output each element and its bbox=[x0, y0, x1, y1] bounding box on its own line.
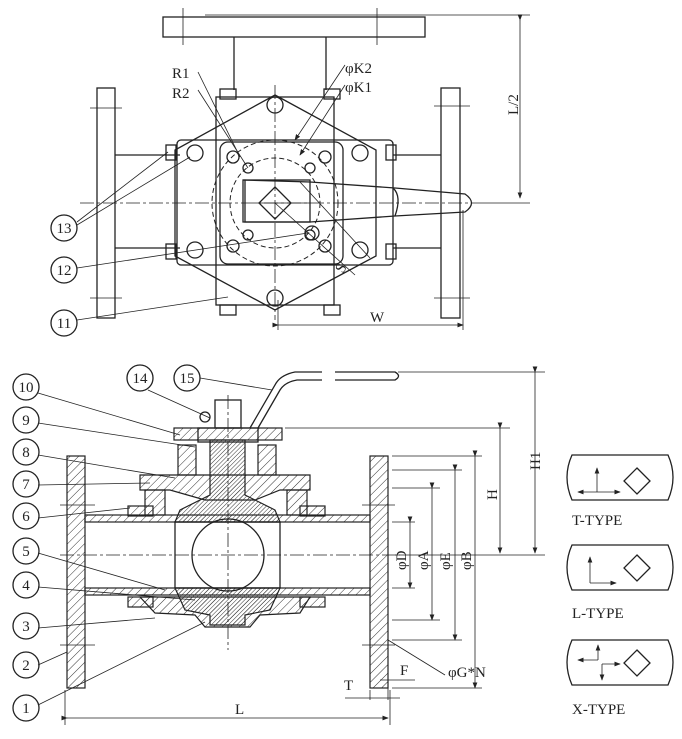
top-flange-plate bbox=[162, 16, 426, 38]
balloon-7: 7 bbox=[12, 470, 40, 498]
label-k1: φK1 bbox=[345, 80, 372, 96]
dim-gn: φG*N bbox=[448, 665, 486, 681]
svg-text:3: 3 bbox=[22, 619, 30, 635]
svg-text:6: 6 bbox=[22, 509, 30, 525]
balloon-4: 4 bbox=[12, 571, 40, 599]
svg-text:8: 8 bbox=[22, 445, 30, 461]
section-view: H1 H φD φA φE φB φG*N F T L 10 9 8 7 6 5… bbox=[12, 364, 545, 725]
balloon-12: 12 bbox=[50, 256, 78, 284]
svg-text:11: 11 bbox=[57, 316, 71, 332]
dim-f: F bbox=[400, 663, 408, 679]
body-square bbox=[176, 139, 394, 266]
port-type-t: T-TYPE bbox=[566, 454, 674, 529]
balloon-8: 8 bbox=[12, 438, 40, 466]
balloon-13: 13 bbox=[50, 214, 78, 242]
dim-b: φB bbox=[459, 551, 475, 570]
dim-d: φD bbox=[394, 550, 410, 570]
lever-handle-top bbox=[242, 179, 473, 223]
top-view: R1 R2 φK2 φK1 L/2 W S 13 12 11 bbox=[50, 8, 530, 337]
balloon-10: 10 bbox=[12, 373, 40, 401]
balloon-14: 14 bbox=[126, 364, 154, 392]
dim-a: φA bbox=[416, 550, 432, 570]
balloon-15: 15 bbox=[173, 364, 201, 392]
dim-e: φE bbox=[438, 552, 454, 570]
balloon-9: 9 bbox=[12, 406, 40, 434]
svg-text:7: 7 bbox=[22, 477, 30, 493]
svg-text:5: 5 bbox=[22, 544, 30, 560]
svg-text:12: 12 bbox=[57, 263, 72, 279]
left-flange-section bbox=[66, 455, 86, 689]
port-type-label: X-TYPE bbox=[572, 702, 625, 718]
balloon-1: 1 bbox=[12, 694, 40, 722]
port-type-l: L-TYPE bbox=[566, 544, 674, 622]
dim-t: T bbox=[344, 678, 353, 694]
label-r1: R1 bbox=[172, 66, 190, 82]
dim-h1: H1 bbox=[528, 452, 544, 470]
balloon-2: 2 bbox=[12, 651, 40, 679]
balloon-11: 11 bbox=[50, 309, 78, 337]
port-type-label: T-TYPE bbox=[572, 513, 622, 529]
label-half-length: L/2 bbox=[506, 94, 522, 115]
label-width: W bbox=[370, 310, 385, 326]
label-r2: R2 bbox=[172, 86, 190, 102]
balloon-5: 5 bbox=[12, 537, 40, 565]
svg-text:15: 15 bbox=[180, 371, 195, 387]
svg-text:9: 9 bbox=[22, 413, 30, 429]
svg-text:10: 10 bbox=[19, 380, 34, 396]
body-hexagon bbox=[174, 94, 377, 311]
svg-text:13: 13 bbox=[57, 221, 72, 237]
port-type-label: L-TYPE bbox=[572, 606, 624, 622]
port-type-x: X-TYPE bbox=[566, 639, 674, 718]
bolt-holes bbox=[165, 88, 397, 316]
dim-l: L bbox=[235, 702, 244, 718]
balloon-3: 3 bbox=[12, 612, 40, 640]
dim-h: H bbox=[485, 489, 501, 500]
balloon-6: 6 bbox=[12, 502, 40, 530]
svg-text:4: 4 bbox=[22, 578, 30, 594]
svg-text:14: 14 bbox=[133, 371, 149, 387]
svg-text:1: 1 bbox=[22, 701, 30, 717]
svg-text:2: 2 bbox=[22, 658, 30, 674]
label-k2: φK2 bbox=[345, 61, 372, 77]
right-flange-section bbox=[369, 455, 389, 689]
lever-handle bbox=[249, 371, 400, 429]
